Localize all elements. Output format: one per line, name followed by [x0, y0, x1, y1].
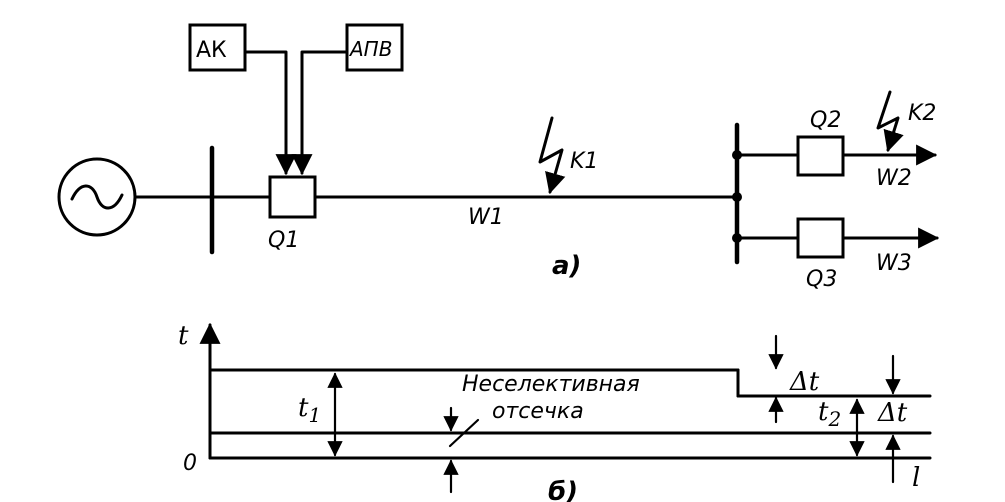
- line-w3-label: W3: [876, 251, 912, 276]
- breaker-q2: [796, 135, 845, 177]
- scheme-part-a: Q1 АК АПВ W1 K1 Q2 W2 K2 Q3: [57, 23, 940, 292]
- breaker-q2-label: Q2: [810, 108, 841, 133]
- generator-symbol: [57, 157, 137, 237]
- fault-k2-label: K2: [908, 101, 936, 126]
- breaker-q3-label: Q3: [806, 267, 837, 292]
- breaker-q3: [796, 217, 845, 259]
- fault-k2-symbol: [876, 90, 904, 153]
- graph-part-b: t 0 l t1 Δt t2 Δt Неселективная отсечка …: [178, 321, 932, 502]
- apv-signal-line: [291, 50, 349, 176]
- line-w2-label: W2: [876, 166, 912, 191]
- fault-k1-symbol: [538, 116, 566, 195]
- relay-ak: [188, 23, 247, 72]
- fault-k1-label: K1: [570, 149, 598, 174]
- t2-label: t2: [818, 397, 841, 431]
- breaker-q1: [268, 175, 317, 219]
- cutoff-leader: [448, 418, 480, 448]
- bus-node-mid: [732, 192, 742, 202]
- relay-apv: [345, 23, 404, 72]
- line-w1-label: W1: [468, 205, 504, 230]
- relay-apv-label: АПВ: [348, 37, 392, 61]
- cutoff-label-line1: Неселективная: [462, 372, 640, 397]
- t-axis-label: t: [178, 321, 189, 351]
- relay-ak-label: АК: [196, 38, 227, 63]
- ak-signal-line: [243, 50, 297, 176]
- caption-a: а): [552, 251, 581, 281]
- delta-t-upper-label: Δt: [789, 367, 820, 397]
- origin-label: 0: [183, 451, 197, 476]
- delta-t-lower-label: Δt: [877, 398, 908, 428]
- breaker-q1-label: Q1: [268, 228, 299, 253]
- l-axis-label: l: [912, 463, 920, 493]
- caption-b: б): [548, 477, 578, 502]
- cutoff-label-line2: отсечка: [492, 399, 584, 424]
- t1-label: t1: [298, 393, 321, 427]
